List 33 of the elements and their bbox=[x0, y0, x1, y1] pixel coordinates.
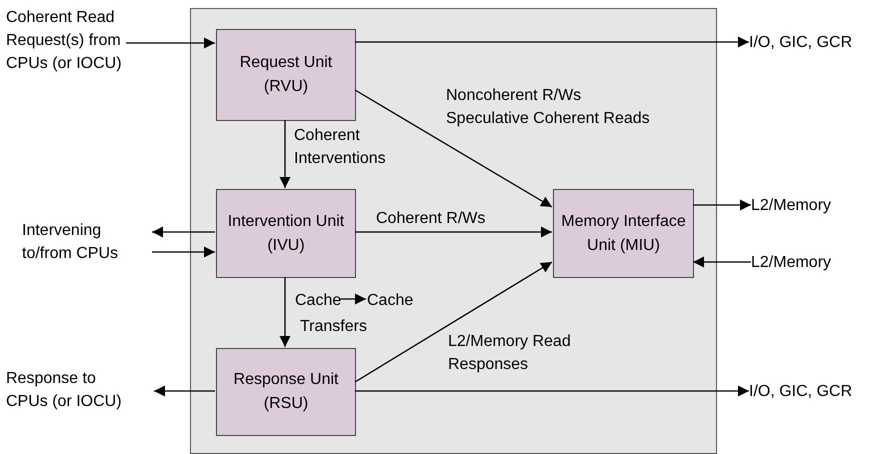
arrow bbox=[154, 386, 215, 396]
edge-label: L2/Memory Read Responses bbox=[448, 332, 572, 375]
chip-boundary-box bbox=[190, 8, 717, 454]
unit-box: Response Unit (RSU) bbox=[216, 348, 356, 436]
arrow bbox=[693, 200, 751, 210]
arrow bbox=[354, 89, 552, 208]
edge-label: Noncoherent R/Ws Speculative Coherent Reads bbox=[446, 86, 651, 129]
unit-box: Memory Interface Unit (MIU) bbox=[553, 189, 694, 278]
arrow bbox=[355, 36, 749, 48]
port-label: Response to CPUs (or IOCU) bbox=[6, 367, 154, 413]
port-label: Intervening to/from CPUs bbox=[22, 219, 152, 265]
arrow bbox=[152, 246, 215, 258]
unit-box: Intervention Unit (IVU) bbox=[216, 189, 356, 278]
port-label: I/O, GIC, GCR bbox=[749, 31, 869, 53]
port-label: L2/Memory bbox=[751, 251, 851, 273]
unit-box: Request Unit (RVU) bbox=[216, 29, 356, 121]
arrow bbox=[280, 277, 290, 347]
port-label: L2/Memory bbox=[751, 194, 851, 216]
arrow bbox=[340, 294, 366, 304]
arrow bbox=[126, 38, 215, 48]
arrow bbox=[280, 120, 290, 188]
edge-label: Coherent Interventions bbox=[294, 126, 387, 169]
port-label: Cache bbox=[295, 289, 341, 311]
arrow bbox=[693, 256, 751, 268]
port-label: Coherent Read Request(s) from CPUs (or IOCU) bbox=[6, 6, 126, 78]
edge-label: Coherent R/Ws bbox=[376, 209, 486, 229]
arrow bbox=[355, 386, 749, 396]
edge-label: Transfers bbox=[300, 317, 368, 337]
port-label: I/O, GIC, GCR bbox=[749, 380, 869, 402]
arrow bbox=[152, 226, 215, 238]
port-label: Cache bbox=[367, 289, 415, 311]
arrow bbox=[354, 261, 552, 383]
arrow bbox=[355, 226, 552, 238]
